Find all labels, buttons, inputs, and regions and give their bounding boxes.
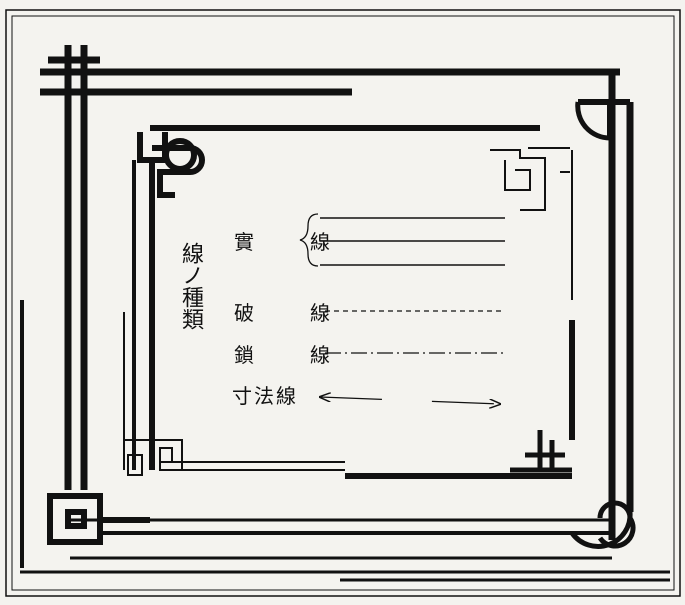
line-samples: [299, 213, 505, 404]
brace: [299, 213, 319, 267]
label-dimension-line: 寸法線: [232, 384, 298, 408]
inner-frame: [123, 125, 575, 479]
outer-frame: [5, 9, 681, 597]
inner-fret-bottom-right: [510, 430, 572, 473]
diagram-title: 線ノ種類: [178, 242, 203, 330]
corner-ornament-bottom-right: [569, 500, 636, 549]
label-chain-line: 鎖 線: [234, 343, 348, 367]
corner-ornament-top-left: [48, 45, 100, 490]
dimension-line: [320, 397, 500, 404]
corner-ornament-bottom-left: [47, 493, 150, 545]
label-solid-line: 實 線: [234, 230, 348, 254]
corner-ornament-top-right: [575, 99, 630, 141]
inner-fret-bottom-left: [124, 439, 183, 476]
inner-knot-top-left: [137, 132, 205, 198]
label-dashed-line: 破 線: [234, 301, 348, 325]
outer-heavy-border: [20, 68, 670, 582]
inner-fret-top-right: [490, 147, 570, 211]
